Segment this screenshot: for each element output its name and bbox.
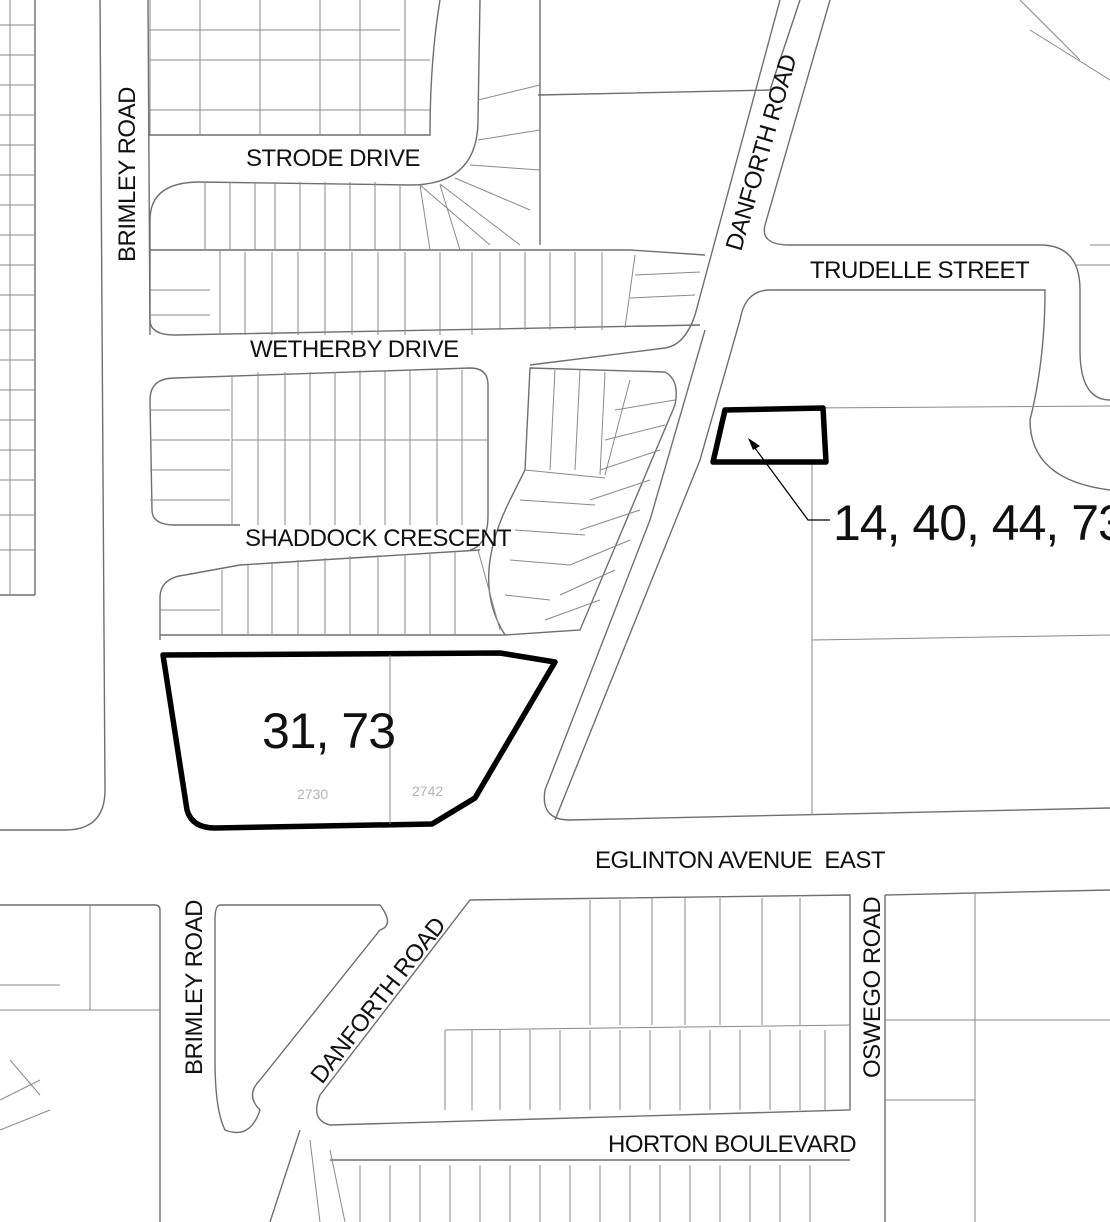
address-label-2742: 2742 <box>412 783 443 799</box>
street-label-oswego: OSWEGO ROAD <box>859 897 886 1078</box>
site-northeast-outline[interactable] <box>710 405 829 465</box>
street-label-eglinton: EGLINTON AVENUE EAST <box>595 847 886 874</box>
block-north-top <box>148 0 801 246</box>
street-labels: BRIMLEY ROAD STRODE DRIVE DANFORTH ROAD … <box>114 51 1031 1158</box>
leader-line <box>748 438 830 521</box>
block-wetherby-shaddock <box>149 367 489 551</box>
site-southwest-outline[interactable] <box>160 650 558 831</box>
street-label-shaddock: SHADDOCK CRESCENT <box>245 525 512 552</box>
street-label-trudelle: TRUDELLE STREET <box>810 257 1030 284</box>
address-label-2730: 2730 <box>297 786 328 802</box>
danforth-north-west-edge <box>529 0 781 366</box>
west-strip-lots <box>0 0 36 596</box>
eglinton-south-edge-west <box>0 904 161 1222</box>
street-label-strode: STRODE DRIVE <box>246 145 420 172</box>
block-crescent-curve <box>487 367 677 636</box>
danforth-north-west-lower <box>543 329 1110 821</box>
site-label-northeast: 14, 40, 44, 73 <box>833 495 1110 551</box>
street-label-wetherby: WETHERBY DRIVE <box>250 336 459 363</box>
site-labels: 31, 73 14, 40, 44, 73 <box>262 495 1110 759</box>
subject-sites <box>160 405 829 831</box>
block-strode-wetherby <box>149 182 706 336</box>
street-label-horton: HORTON BOULEVARD <box>608 1131 856 1158</box>
leader-arrowhead <box>748 438 760 450</box>
street-label-danforth-north: DANFORTH ROAD <box>721 51 803 253</box>
street-label-brimley-north: BRIMLEY ROAD <box>114 87 141 262</box>
address-labels: 2730 2742 <box>297 783 443 802</box>
danforth-north-east-edge <box>763 0 1081 350</box>
street-label-brimley-south: BRIMLEY ROAD <box>181 900 208 1075</box>
site-label-southwest: 31, 73 <box>262 703 395 759</box>
block-shaddock-south <box>159 549 505 640</box>
brimley-west-edge <box>0 0 106 831</box>
street-label-danforth-south: DANFORTH ROAD <box>305 912 451 1088</box>
